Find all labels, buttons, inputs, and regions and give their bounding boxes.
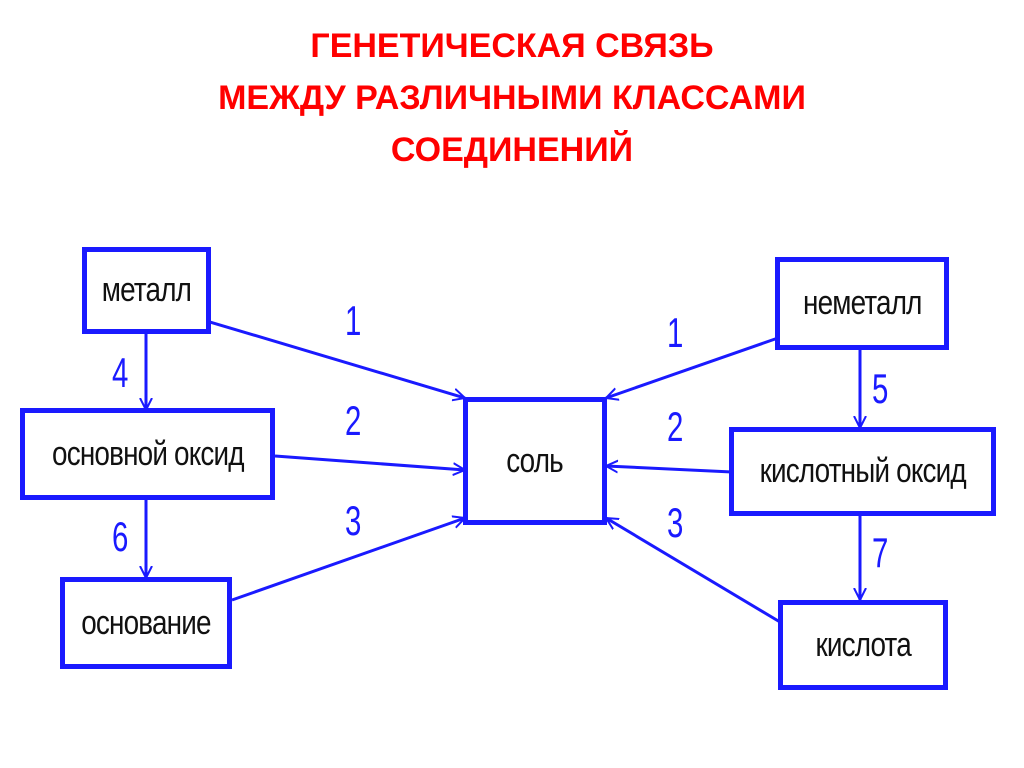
arrow-basic-oxide-to-salt	[274, 454, 465, 470]
arrow-metal-to-salt	[209, 320, 465, 398]
node-basic-oxide: основной оксид	[20, 408, 275, 500]
label-metal-to-salt: 1	[345, 297, 362, 344]
label-nonmetal-to-acidic-oxide: 5	[872, 365, 889, 412]
label-base-to-salt: 3	[345, 497, 362, 544]
node-acidic-oxide: кислотный оксид	[729, 427, 996, 516]
arrow-acidic-oxide-to-salt	[606, 466, 733, 474]
label-metal-to-basic-oxide: 4	[112, 349, 129, 396]
page-title: ГЕНЕТИЧЕСКАЯ СВЯЗЬ МЕЖДУ РАЗЛИЧНЫМИ КЛАС…	[0, 20, 1024, 176]
label-acidic-oxide-to-salt: 2	[667, 403, 684, 450]
title-line-1: ГЕНЕТИЧЕСКАЯ СВЯЗЬ	[310, 27, 714, 65]
label-acid-to-salt: 3	[667, 499, 684, 546]
label-basic-oxide-to-salt: 2	[345, 397, 362, 444]
node-base: основание	[60, 577, 232, 669]
title-line-3: СОЕДИНЕНИЙ	[390, 131, 634, 169]
node-metal: металл	[82, 247, 211, 334]
arrow-base-to-salt	[231, 518, 465, 602]
label-basic-oxide-to-base: 6	[112, 513, 129, 560]
node-acid: кислота	[778, 600, 948, 690]
arrow-nonmetal-to-salt	[606, 336, 779, 398]
node-nonmetal: неметалл	[775, 257, 949, 350]
title-line-2: МЕЖДУ РАЗЛИЧНЫМИ КЛАССАМИ	[218, 79, 806, 117]
label-acidic-oxide-to-acid: 7	[872, 529, 889, 576]
node-salt: соль	[463, 397, 607, 525]
arrow-acid-to-salt	[606, 516, 781, 624]
label-nonmetal-to-salt: 1	[667, 309, 684, 356]
